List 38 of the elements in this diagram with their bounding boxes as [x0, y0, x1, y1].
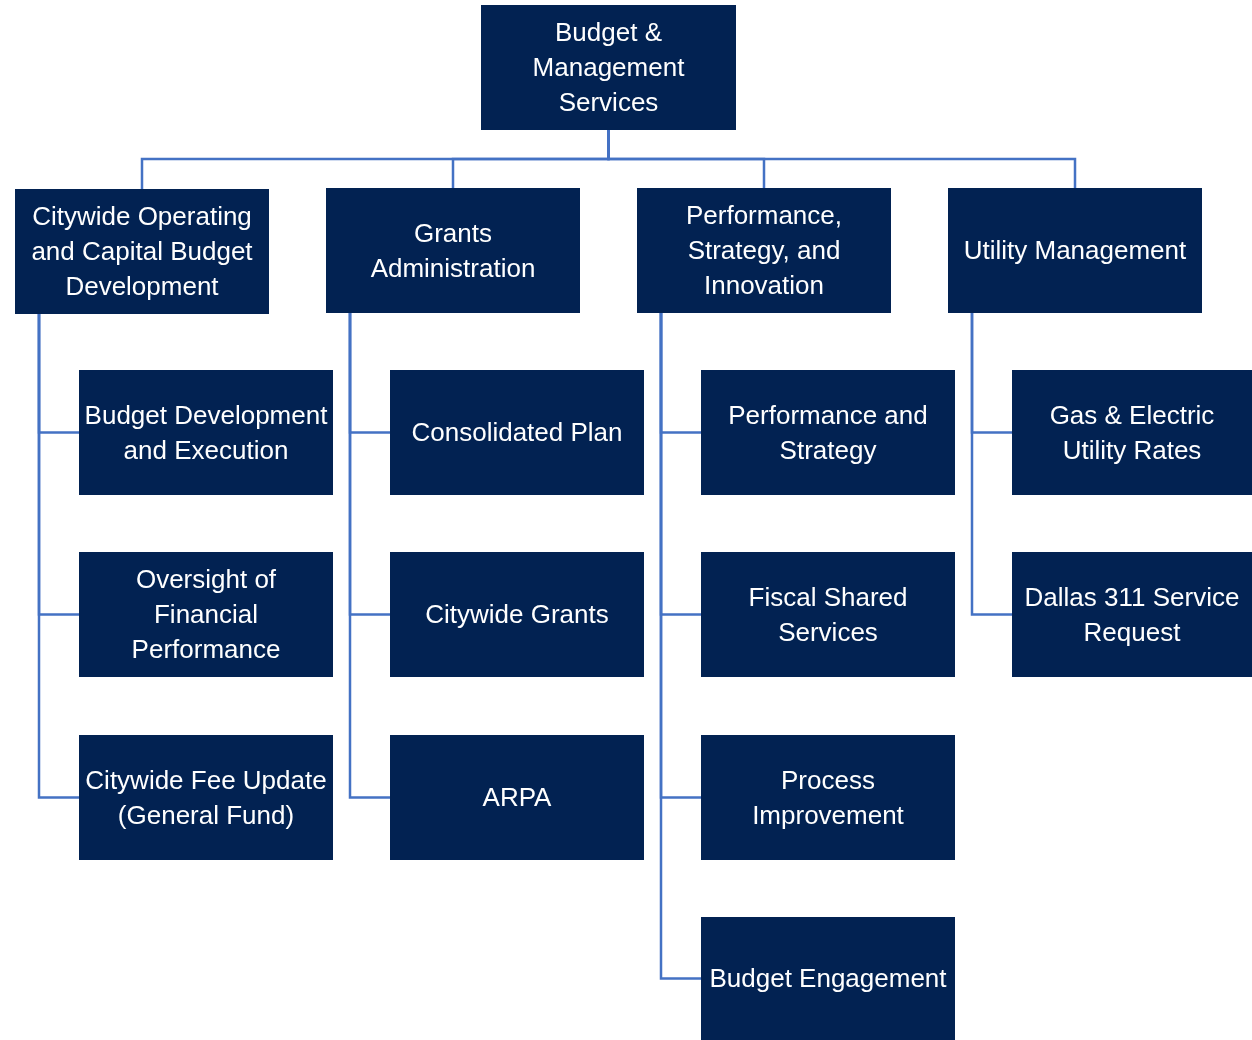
org-box	[948, 188, 1202, 313]
unit-name: Budget Development and Execution	[83, 398, 329, 467]
org-box	[637, 188, 891, 313]
org-box	[1012, 370, 1252, 495]
unit-name: Performance, Strategy, and Innovation	[684, 199, 844, 302]
org-box	[15, 189, 269, 314]
unit-name: Citywide Operating and Capital Budget Development	[30, 200, 254, 303]
unit-name: ARPA	[482, 781, 552, 814]
unit-name: Utility Management	[963, 234, 1187, 267]
org-box	[701, 370, 955, 495]
org-box	[79, 735, 333, 860]
connector-line	[970, 313, 1012, 616]
org-box	[701, 552, 955, 677]
connector-line	[37, 314, 79, 799]
unit-name: Process Improvement	[751, 763, 905, 832]
org-box	[390, 735, 644, 860]
unit-name: Gas & Electric Utility Rates	[1048, 398, 1216, 467]
unit-name: Citywide Grants	[425, 598, 609, 631]
org-box	[701, 917, 955, 1040]
unit-name: Citywide Fee Update (General Fund)	[84, 763, 328, 832]
org-box	[701, 735, 955, 860]
org-box	[326, 188, 580, 313]
unit-name: Grants Administration	[369, 216, 537, 285]
unit-name: Performance and Strategy	[727, 398, 929, 467]
unit-name: Budget Engagement	[709, 962, 947, 995]
org-box	[1012, 552, 1252, 677]
org-box	[481, 5, 736, 130]
org-box	[390, 552, 644, 677]
unit-name: Consolidated Plan	[411, 416, 623, 449]
org-box	[79, 370, 333, 495]
connector-line	[659, 313, 701, 980]
connector-line	[348, 313, 390, 799]
org-box	[390, 370, 644, 495]
unit-name: Dallas 311 Service Request	[1023, 580, 1241, 649]
unit-name: Fiscal Shared Services	[747, 580, 909, 649]
unit-name: Budget & Management Services	[531, 16, 686, 119]
unit-name: Oversight of Financial Performance	[130, 563, 282, 666]
org-box	[79, 552, 333, 677]
